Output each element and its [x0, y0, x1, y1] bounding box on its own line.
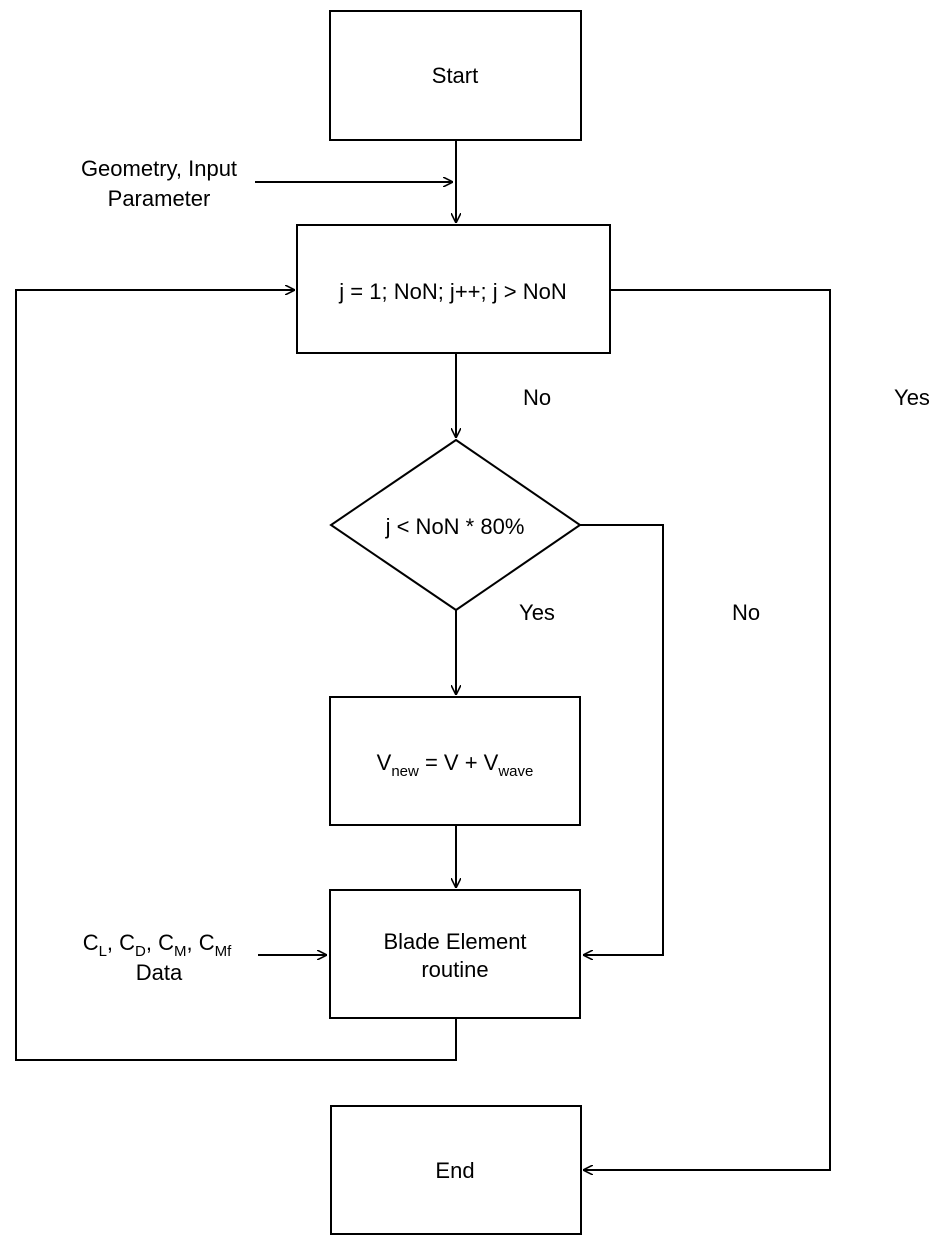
- edge-blade-loop-back: [15, 290, 457, 1061]
- node-end-label: End: [435, 1158, 474, 1183]
- node-end: End: [330, 1105, 582, 1235]
- node-decision: j < NoN * 80%: [329, 438, 582, 612]
- edge-label-loop-no: No: [523, 385, 551, 410]
- velocity-equation: = V + V: [419, 750, 499, 775]
- node-velocity-label: Vnew = V + Vwave: [377, 750, 534, 780]
- velocity-sub-wave: wave: [497, 763, 533, 780]
- node-blade-line1: Blade Element: [383, 929, 526, 954]
- node-velocity: Vnew = V + Vwave: [329, 696, 581, 826]
- coef-sep-1: ,: [107, 930, 119, 955]
- input-coefficients-line2: Data: [136, 960, 183, 985]
- node-start-label: Start: [432, 63, 478, 88]
- node-loop: j = 1; NoN; j++; j > NoN: [296, 224, 611, 354]
- node-blade: Blade Element routine: [329, 889, 581, 1019]
- node-blade-line2: routine: [421, 957, 488, 982]
- coef-cl-symbol: C: [83, 930, 99, 955]
- coef-cm-symbol: C: [158, 930, 174, 955]
- coef-sep-2: ,: [146, 930, 158, 955]
- input-coefficients-line1: CL, CD, CM, CMf: [83, 930, 232, 960]
- coef-cmf-sub: Mf: [215, 943, 232, 960]
- edge-labels: No Yes Yes No: [519, 385, 930, 625]
- edge-label-loop-yes: Yes: [894, 385, 930, 410]
- node-decision-label: j < NoN * 80%: [385, 514, 525, 539]
- input-coefficients: CL, CD, CM, CMf Data: [83, 930, 232, 985]
- velocity-symbol: V: [377, 750, 392, 775]
- node-loop-label: j = 1; NoN; j++; j > NoN: [338, 279, 566, 304]
- input-geometry: Geometry, Input Parameter: [81, 156, 237, 211]
- coef-cd-symbol: C: [119, 930, 135, 955]
- edge-label-decision-no: No: [732, 600, 760, 625]
- coef-cl-sub: L: [99, 943, 107, 960]
- edge-loop-yes-to-end: [583, 289, 831, 1170]
- coef-cmf-symbol: C: [199, 930, 215, 955]
- coef-cd-sub: D: [135, 943, 146, 960]
- coef-sep-3: ,: [187, 930, 199, 955]
- edge-label-decision-yes: Yes: [519, 600, 555, 625]
- edges: [15, 140, 831, 1170]
- edge-decision-no-to-blade: [580, 524, 664, 955]
- coef-cm-sub: M: [174, 943, 187, 960]
- input-geometry-line1: Geometry, Input: [81, 156, 237, 181]
- node-start: Start: [329, 10, 582, 141]
- input-geometry-line2: Parameter: [108, 186, 211, 211]
- velocity-sub-new: new: [391, 763, 419, 780]
